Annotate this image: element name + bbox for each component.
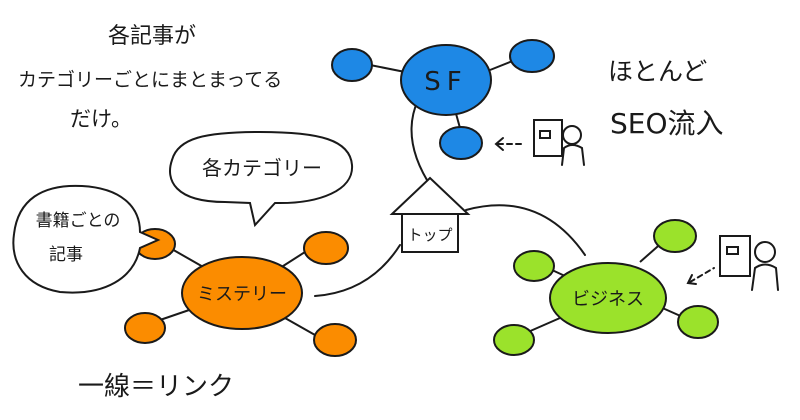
reader-icon [496,120,584,165]
note-line3: だけ。 [70,107,132,131]
books-bubble-text-line2: 記事 [49,245,83,265]
business-article-node[interactable] [494,325,534,355]
link-top-business [466,205,585,255]
business-article-node[interactable] [678,306,718,338]
mystery-label: ミステリー [197,284,287,305]
business-article-node[interactable] [514,251,554,281]
note-mostly: ほとんど [608,57,707,86]
business-cluster [494,220,718,355]
business-label: ビジネス [572,289,644,310]
house-roof [392,178,468,214]
mystery-article-node[interactable] [314,324,356,356]
books-speech-bubble [13,186,158,293]
sf-article-node[interactable] [332,49,372,81]
business-article-node[interactable] [654,220,696,252]
reader-icon [688,236,778,290]
categories-bubble-text: 各カテゴリー [202,156,322,180]
top-label: トップ [407,226,452,244]
mystery-article-node[interactable] [125,313,165,343]
sf-article-node[interactable] [510,40,554,72]
sf-label: SF [424,67,467,97]
sf-cluster [332,40,554,159]
mystery-article-node[interactable] [304,232,348,264]
note-seo-inflow: SEO流入 [610,107,724,140]
note-line1: 各記事が [108,24,196,49]
note-line-equals-link: 一線＝リンク [78,372,234,402]
note-line2: カテゴリーごとにまとまってる [18,69,282,91]
books-bubble-text-line1: 書籍ごとの [36,211,121,231]
sf-article-node[interactable] [440,127,482,159]
